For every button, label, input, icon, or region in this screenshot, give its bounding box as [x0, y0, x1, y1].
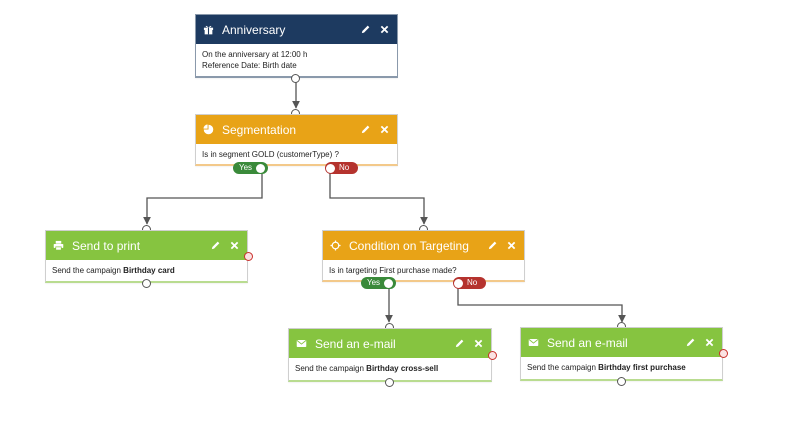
- condition-body: Is in targeting First purchase made?: [323, 260, 524, 281]
- connector-no-email2: [457, 283, 626, 323]
- yes-label: Yes: [367, 278, 381, 287]
- email2-error-port[interactable]: [719, 349, 728, 358]
- close-icon[interactable]: [377, 23, 391, 37]
- campaign-name: Birthday cross-sell: [366, 364, 439, 373]
- printer-icon: [52, 240, 64, 252]
- email1-output-port[interactable]: [385, 378, 394, 387]
- send-email-cross-sell-node[interactable]: Send an e-mail Send the campaign Birthda…: [288, 328, 492, 382]
- campaign-name: Birthday card: [123, 266, 175, 275]
- close-icon[interactable]: [227, 239, 241, 253]
- anniversary-header[interactable]: Anniversary: [196, 15, 397, 44]
- print-error-port[interactable]: [244, 252, 253, 261]
- envelope-icon: [527, 337, 539, 349]
- no-port[interactable]: [326, 163, 335, 173]
- anniversary-title: Anniversary: [222, 22, 286, 37]
- yes-port[interactable]: [384, 278, 394, 288]
- edit-icon[interactable]: [358, 123, 372, 137]
- connector-yes-print: [143, 168, 263, 225]
- pie-chart-icon: [202, 124, 214, 136]
- send-email-header[interactable]: Send an e-mail: [521, 328, 722, 357]
- send-to-print-body: Send the campaign Birthday card: [46, 260, 247, 281]
- send-email-body: Send the campaign Birthday cross-sell: [289, 358, 491, 379]
- send-to-print-title: Send to print: [72, 238, 141, 253]
- close-icon[interactable]: [471, 337, 485, 351]
- no-port[interactable]: [454, 278, 463, 288]
- close-icon[interactable]: [504, 239, 518, 253]
- send-email-body: Send the campaign Birthday first purchas…: [521, 357, 722, 378]
- send-to-print-node[interactable]: Send to print Send the campaign Birthday…: [45, 230, 248, 283]
- print-output-port[interactable]: [142, 279, 151, 288]
- yes-port[interactable]: [256, 163, 266, 173]
- condition-yes-branch[interactable]: Yes: [361, 277, 396, 289]
- send-email-title: Send an e-mail: [547, 335, 628, 350]
- no-label: No: [467, 278, 478, 287]
- campaign-name: Birthday first purchase: [598, 363, 686, 372]
- close-icon[interactable]: [702, 336, 716, 350]
- edit-icon[interactable]: [208, 239, 222, 253]
- send-email-first-purchase-node[interactable]: Send an e-mail Send the campaign Birthda…: [520, 327, 723, 381]
- condition-header[interactable]: Condition on Targeting: [323, 231, 524, 260]
- yes-label: Yes: [239, 163, 253, 172]
- gift-icon: [202, 24, 214, 36]
- anniversary-output-port[interactable]: [291, 74, 300, 83]
- anniversary-schedule: On the anniversary at 12:00 h: [202, 50, 308, 59]
- campaign-prefix: Send the campaign: [527, 363, 599, 372]
- segmentation-yes-branch[interactable]: Yes: [233, 162, 268, 174]
- condition-title: Condition on Targeting: [349, 238, 469, 253]
- segmentation-node[interactable]: Segmentation Is in segment GOLD (custome…: [195, 114, 398, 166]
- no-label: No: [339, 163, 350, 172]
- segmentation-no-branch[interactable]: No: [325, 162, 358, 174]
- edit-icon[interactable]: [485, 239, 499, 253]
- segmentation-body: Is in segment GOLD (customerType) ?: [196, 144, 397, 165]
- anniversary-reference: Reference Date: Birth date: [202, 61, 297, 70]
- connector-no-condition: [329, 168, 428, 225]
- campaign-prefix: Send the campaign: [52, 266, 124, 275]
- anniversary-node[interactable]: Anniversary On the anniversary at 12:00 …: [195, 14, 398, 78]
- envelope-icon: [295, 338, 307, 350]
- campaign-prefix: Send the campaign: [295, 364, 367, 373]
- email1-error-port[interactable]: [488, 351, 497, 360]
- condition-text: Is in targeting First purchase made?: [329, 266, 457, 275]
- send-to-print-header[interactable]: Send to print: [46, 231, 247, 260]
- condition-no-branch[interactable]: No: [453, 277, 486, 289]
- anniversary-body: On the anniversary at 12:00 h Reference …: [196, 44, 397, 76]
- email2-output-port[interactable]: [617, 377, 626, 386]
- segmentation-condition: Is in segment GOLD (customerType) ?: [202, 150, 339, 159]
- close-icon[interactable]: [377, 123, 391, 137]
- edit-icon[interactable]: [358, 23, 372, 37]
- edit-icon[interactable]: [452, 337, 466, 351]
- send-email-title: Send an e-mail: [315, 336, 396, 351]
- segmentation-title: Segmentation: [222, 122, 297, 137]
- send-email-header[interactable]: Send an e-mail: [289, 329, 491, 358]
- condition-on-targeting-node[interactable]: Condition on Targeting Is in targeting F…: [322, 230, 525, 282]
- segmentation-header[interactable]: Segmentation: [196, 115, 397, 144]
- target-icon: [329, 240, 341, 252]
- edit-icon[interactable]: [683, 336, 697, 350]
